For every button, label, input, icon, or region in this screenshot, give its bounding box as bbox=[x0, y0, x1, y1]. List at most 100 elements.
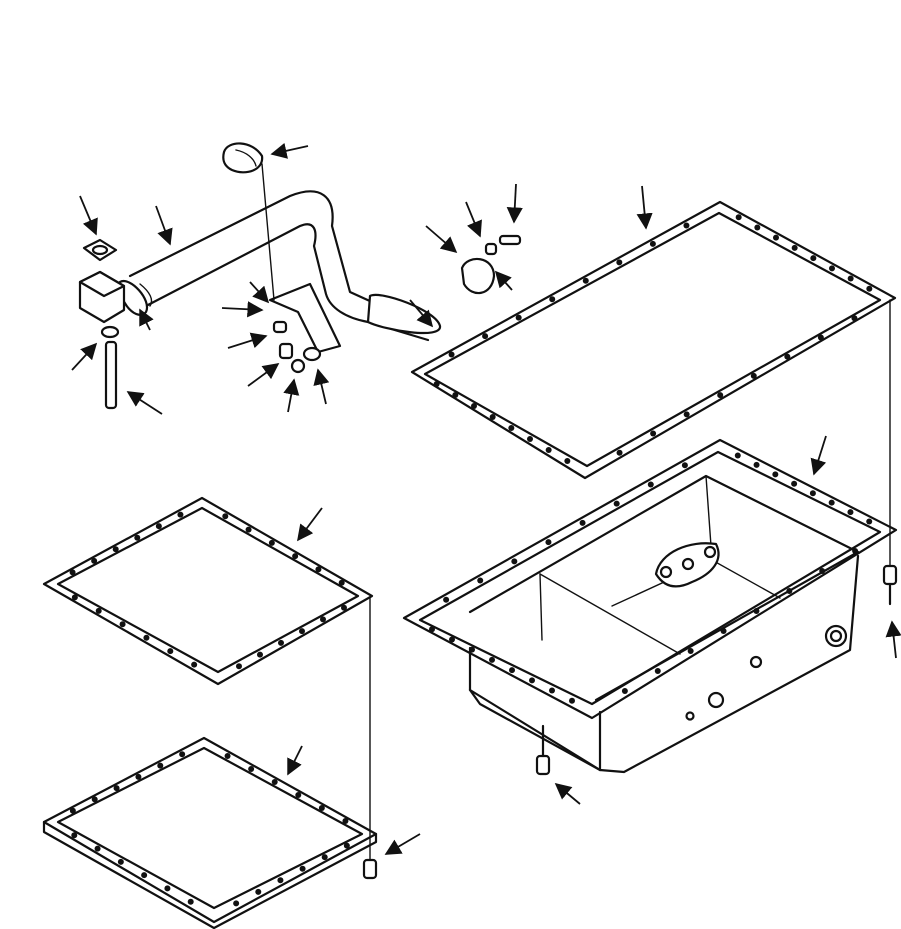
cover-bolt-hole bbox=[113, 785, 120, 792]
pan-bolt-hole bbox=[443, 596, 450, 603]
pan-bolt-hole bbox=[852, 548, 859, 554]
gasket-bolt-hole bbox=[754, 224, 761, 231]
pan-cover bbox=[42, 736, 378, 929]
pan-bolt-hole bbox=[579, 519, 586, 526]
cover-bolt-hole bbox=[321, 854, 328, 861]
tube-bracket bbox=[261, 163, 342, 374]
hose-clamp-top bbox=[222, 142, 264, 174]
pan-bolt-hole bbox=[511, 558, 518, 565]
gasket-bolt-hole bbox=[177, 511, 184, 518]
gasket-bolt-hole bbox=[773, 234, 779, 241]
pan-bolt-hole bbox=[429, 626, 435, 633]
gasket-bolt-hole bbox=[245, 526, 252, 533]
cover-bolt-hole bbox=[342, 818, 349, 824]
pan-bolt-hole bbox=[549, 687, 555, 694]
callout-arrow bbox=[313, 368, 330, 405]
callout-arrow bbox=[227, 332, 268, 349]
cover-bolt-hole bbox=[248, 766, 255, 772]
pan-bolt-hole bbox=[654, 668, 661, 674]
gasket-bolt-hole bbox=[616, 259, 623, 266]
cover-bolt bbox=[362, 858, 378, 880]
callout-arrow bbox=[384, 833, 421, 855]
gasket-bolt-hole bbox=[545, 447, 552, 453]
callout-arrow bbox=[287, 745, 303, 776]
pan-bolt-hole bbox=[545, 539, 552, 546]
cover-bolt-hole bbox=[343, 842, 350, 849]
pan-bolt-hole bbox=[621, 688, 628, 694]
gasket-bolt-hole bbox=[471, 403, 477, 409]
pan-bolt-hole bbox=[687, 648, 694, 654]
pan-bolt-hole bbox=[529, 677, 535, 684]
cover-bolt-hole bbox=[69, 807, 76, 814]
callout-arrow bbox=[885, 620, 901, 659]
pan-bolt-hole bbox=[753, 608, 760, 614]
gasket-bolt-hole bbox=[95, 607, 102, 614]
gasket-bolt-hole bbox=[549, 296, 556, 303]
gasket-bolt-hole bbox=[452, 392, 459, 398]
gasket-bolt-hole bbox=[320, 616, 326, 623]
suction-tube bbox=[118, 190, 442, 342]
pan-bolt-hole bbox=[647, 481, 654, 488]
cover-bolt-hole bbox=[318, 805, 325, 811]
pan-bolt-hole bbox=[866, 518, 873, 525]
callout-arrow bbox=[270, 142, 309, 159]
gasket-bolt-hole bbox=[508, 425, 515, 431]
gasket-bolt-hole bbox=[191, 661, 198, 668]
callout-arrow bbox=[297, 507, 323, 542]
pan-bolt-hole bbox=[819, 568, 826, 574]
gasket-bolt-hole bbox=[683, 411, 690, 418]
callout-arrow bbox=[409, 299, 434, 328]
callout-arrow bbox=[221, 301, 264, 318]
gasket-bolt-hole bbox=[847, 275, 854, 282]
gasket-bolt-hole bbox=[649, 240, 656, 247]
gasket-bolt-hole bbox=[119, 621, 126, 628]
gasket-bolt-hole bbox=[817, 334, 824, 341]
cover-bolt-hole bbox=[117, 858, 124, 865]
gasket-bolt-hole bbox=[791, 244, 798, 251]
cover-bolt-hole bbox=[157, 762, 164, 769]
pan-bolt-hole bbox=[613, 500, 620, 507]
gasket-bolt-hole bbox=[735, 214, 742, 221]
gasket-bolt-hole bbox=[155, 523, 162, 530]
pan-bolt-hole bbox=[786, 588, 793, 594]
pan-bolt-hole bbox=[509, 667, 515, 674]
gasket-bolt-hole bbox=[338, 579, 345, 586]
hose-clamp-right bbox=[460, 234, 522, 294]
gasket-bolt-hole bbox=[564, 458, 571, 464]
gasket-bolt-hole bbox=[134, 534, 141, 541]
gasket-bolt-hole bbox=[236, 663, 242, 670]
gasket-bolt-hole bbox=[71, 594, 78, 601]
flange-bracket bbox=[78, 238, 126, 410]
callout-arrow bbox=[79, 195, 98, 236]
cover-bolt-hole bbox=[141, 872, 148, 879]
callout-arrow bbox=[636, 185, 653, 230]
callout-arrow bbox=[425, 225, 458, 254]
pan-bolt-hole bbox=[809, 490, 816, 497]
cover-bolt-hole bbox=[71, 832, 78, 839]
gasket-bolt-hole bbox=[515, 314, 522, 321]
callout-arrow bbox=[494, 270, 513, 291]
pan-bolt-hole bbox=[720, 628, 727, 634]
gasket-bolt-hole bbox=[257, 651, 263, 658]
callout-arrow bbox=[506, 183, 523, 224]
gasket-bolt-hole bbox=[341, 604, 347, 611]
oil-pan bbox=[402, 438, 898, 774]
callout-arrow bbox=[283, 378, 300, 413]
gasket-bolt-hole bbox=[292, 553, 299, 560]
gasket-bolt-hole bbox=[851, 315, 858, 322]
gasket-bolt-hole bbox=[433, 381, 440, 387]
pan-bolt-hole bbox=[469, 646, 475, 653]
cover-bolt-hole bbox=[91, 796, 98, 803]
cover-bolt-hole bbox=[135, 773, 142, 780]
gasket-bolt-hole bbox=[167, 648, 174, 655]
gasket-bolt-hole bbox=[299, 628, 305, 635]
callout-arrow bbox=[155, 205, 173, 246]
callout-arrows bbox=[71, 142, 901, 855]
leader-lines bbox=[369, 299, 891, 861]
gasket-bolt-hole bbox=[810, 255, 817, 262]
pan-bolt-hole bbox=[734, 452, 741, 459]
cover-bolt-hole bbox=[277, 877, 284, 884]
gasket-bolt-hole bbox=[527, 436, 533, 442]
gasket-bolt-hole bbox=[143, 634, 150, 641]
cover-bolt-hole bbox=[295, 792, 302, 798]
